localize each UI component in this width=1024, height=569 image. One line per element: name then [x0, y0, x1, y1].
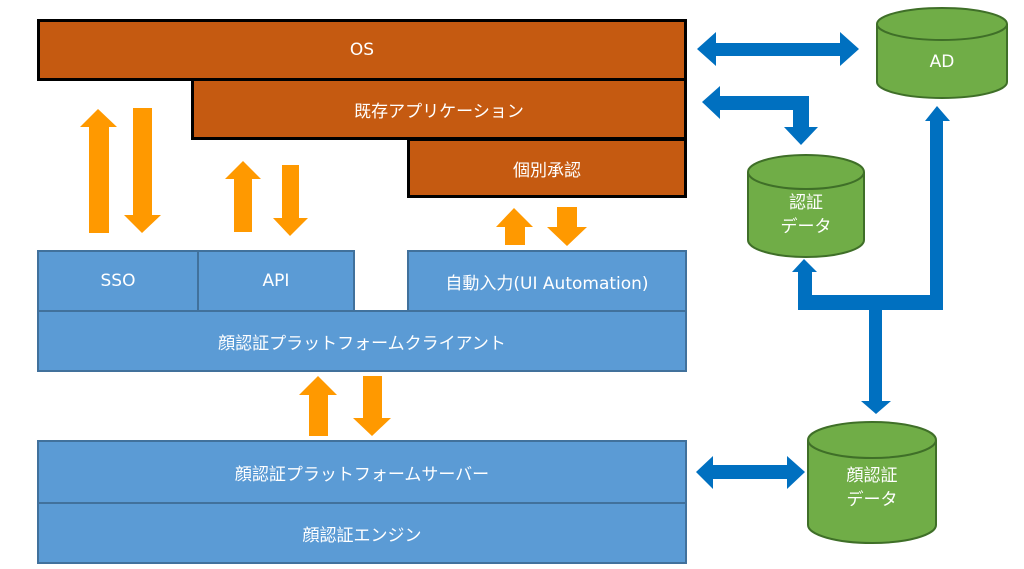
client-layer: 顔認証プラットフォームクライアント [37, 310, 687, 372]
existing-app-label: 既存アプリケーション [354, 101, 524, 122]
blue-arrow-os-ad [697, 32, 859, 66]
orange-down-arrow-os [124, 108, 161, 233]
api-module: API [197, 250, 355, 312]
auth-data-label-line2: データ [780, 217, 832, 237]
auth-data-label-line1: 認証 [789, 193, 823, 213]
orange-up-arrow-os [80, 109, 117, 233]
orange-up-arrow-approval [496, 208, 533, 245]
ad-database-icon [876, 7, 1008, 99]
individual-approval-layer: 個別承認 [407, 138, 687, 198]
api-label: API [262, 271, 290, 291]
face-auth-data-label-line1: 顔認証 [846, 466, 898, 486]
ad-database-label: AD [877, 42, 1007, 82]
orange-down-arrow-app [273, 165, 308, 236]
engine-layer: 顔認証エンジン [37, 502, 687, 564]
orange-up-arrow-client [299, 376, 337, 436]
os-label: OS [349, 40, 375, 60]
face-auth-data-label-line2: データ [846, 490, 898, 510]
blue-arrow-branch [792, 106, 950, 414]
auto-input-label: 自動入力(UI Automation) [445, 273, 649, 294]
orange-up-arrow-app [225, 161, 261, 232]
sso-label: SSO [100, 271, 136, 291]
os-layer: OS [37, 19, 687, 81]
individual-approval-label: 個別承認 [513, 160, 581, 181]
auto-input-module: 自動入力(UI Automation) [407, 250, 687, 312]
ad-label: AD [929, 52, 955, 72]
face-auth-data-database-icon [807, 421, 937, 544]
orange-down-arrow-client [353, 376, 391, 436]
auth-data-database-icon [747, 154, 865, 258]
client-label: 顔認証プラットフォームクライアント [218, 333, 506, 354]
orange-down-arrow-approval [547, 207, 587, 246]
engine-label: 顔認証エンジン [302, 525, 422, 546]
auth-data-database-label: 認証 データ [748, 190, 864, 240]
face-auth-data-database-label: 顔認証 データ [808, 460, 936, 516]
blue-arrow-app-authdata [702, 86, 818, 145]
blue-arrow-server-facedata [696, 456, 805, 489]
server-label: 顔認証プラットフォームサーバー [234, 464, 490, 485]
